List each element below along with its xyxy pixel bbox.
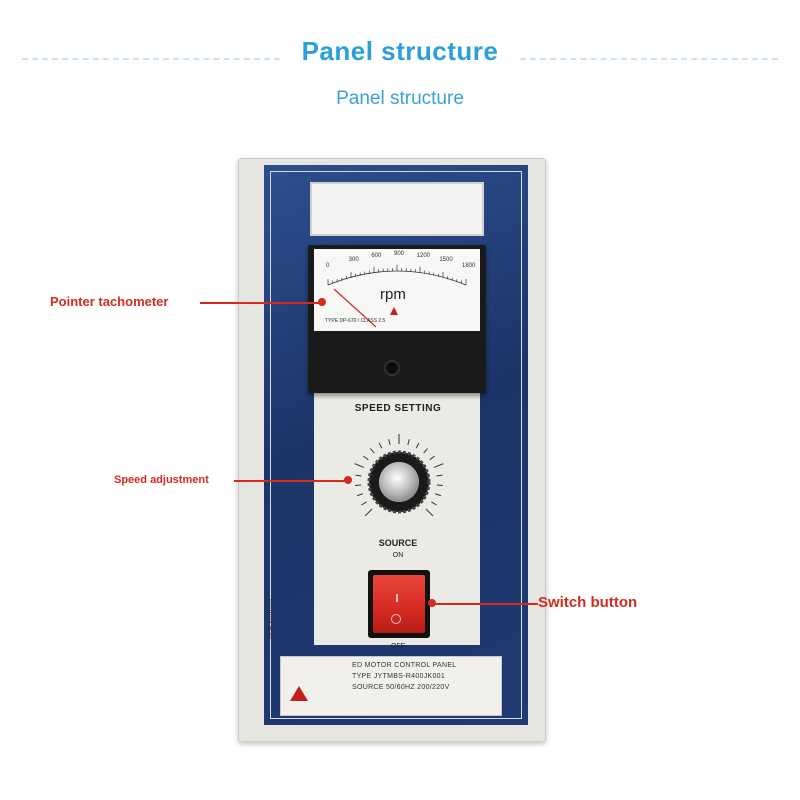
tachometer-scale	[327, 265, 467, 328]
zero-adjust-screw[interactable]	[384, 360, 400, 376]
speed-dial-tick	[407, 439, 410, 446]
brand-logo-icon	[290, 686, 308, 701]
callout-switch-line	[434, 603, 538, 605]
tachometer-scale-label: 0	[326, 263, 330, 269]
speed-dial-tick	[436, 474, 443, 477]
nameplate-line-2: TYPE JYTMBS-R400JK001	[352, 673, 446, 680]
speed-dial-tick	[425, 508, 434, 517]
page-title: Panel structure	[301, 36, 499, 66]
source-off-label: OFF	[391, 643, 405, 650]
tachometer-scale-label: 600	[371, 252, 382, 259]
tachometer-type-text: TYPE DP-670 / CLASS 2.5	[325, 318, 386, 324]
speed-dial[interactable]	[334, 420, 464, 530]
speed-dial-tick	[388, 439, 391, 446]
speed-dial-tick	[354, 463, 365, 468]
speed-dial-tick	[370, 448, 375, 454]
title-divider-right	[520, 58, 778, 60]
callout-tachometer-line	[200, 302, 320, 304]
speed-dial-tick	[423, 448, 428, 454]
callout-switch-dot	[428, 599, 436, 607]
top-label-window	[310, 182, 484, 236]
speed-dial-tick	[364, 508, 373, 517]
tachometer-scale-label: 1800	[462, 263, 476, 269]
speed-dial-tick	[433, 463, 444, 468]
side-serial-code: 3X04S0202070	[268, 598, 274, 640]
tachometer-scale-label: 900	[394, 251, 405, 257]
callout-speed-line	[234, 480, 346, 482]
speed-dial-tick	[378, 442, 383, 449]
tachometer-face	[314, 249, 480, 331]
speed-dial-tick	[363, 455, 369, 461]
speed-dial-tick	[415, 442, 420, 449]
tachometer-scale-label: 300	[348, 257, 359, 263]
speed-dial-tick	[356, 493, 364, 497]
tachometer-needle	[333, 288, 377, 328]
panel-inner-border	[270, 171, 522, 719]
speed-dial-tick	[429, 455, 435, 461]
callout-speed-dot	[344, 476, 352, 484]
speed-dial-tick	[434, 493, 442, 497]
tachometer-unit: rpm	[380, 286, 406, 303]
callout-speed-label: Speed adjustment	[114, 474, 209, 486]
switch-off-mark-icon	[391, 614, 401, 624]
speed-setting-label: SPEED SETTING	[354, 403, 442, 414]
tachometer-scale-label: 1200	[416, 252, 431, 259]
callout-tachometer-dot	[318, 298, 326, 306]
power-switch-button[interactable]	[373, 575, 425, 633]
tachometer-brand-icon	[390, 307, 398, 315]
title-divider-left	[22, 58, 280, 60]
speed-dial-tick	[355, 474, 362, 477]
callout-tachometer-label: Pointer tachometer	[50, 294, 169, 309]
title-row: Panel structure	[0, 36, 800, 76]
nameplate	[280, 656, 502, 716]
nameplate-line-3: SOURCE 50/60HZ 200/220V	[352, 684, 450, 691]
speed-dial-tick	[431, 501, 437, 506]
speed-dial-tick	[361, 501, 367, 506]
switch-on-mark-icon	[396, 594, 398, 602]
tachometer-scale-label: 1500	[439, 257, 453, 263]
source-label: SOURCE	[378, 538, 418, 548]
source-on-label: ON	[392, 552, 404, 559]
callout-switch-label: Switch button	[538, 594, 638, 611]
page-subtitle: Panel structure	[336, 88, 464, 109]
nameplate-line-1: ED MOTOR CONTROL PANEL	[352, 662, 457, 669]
